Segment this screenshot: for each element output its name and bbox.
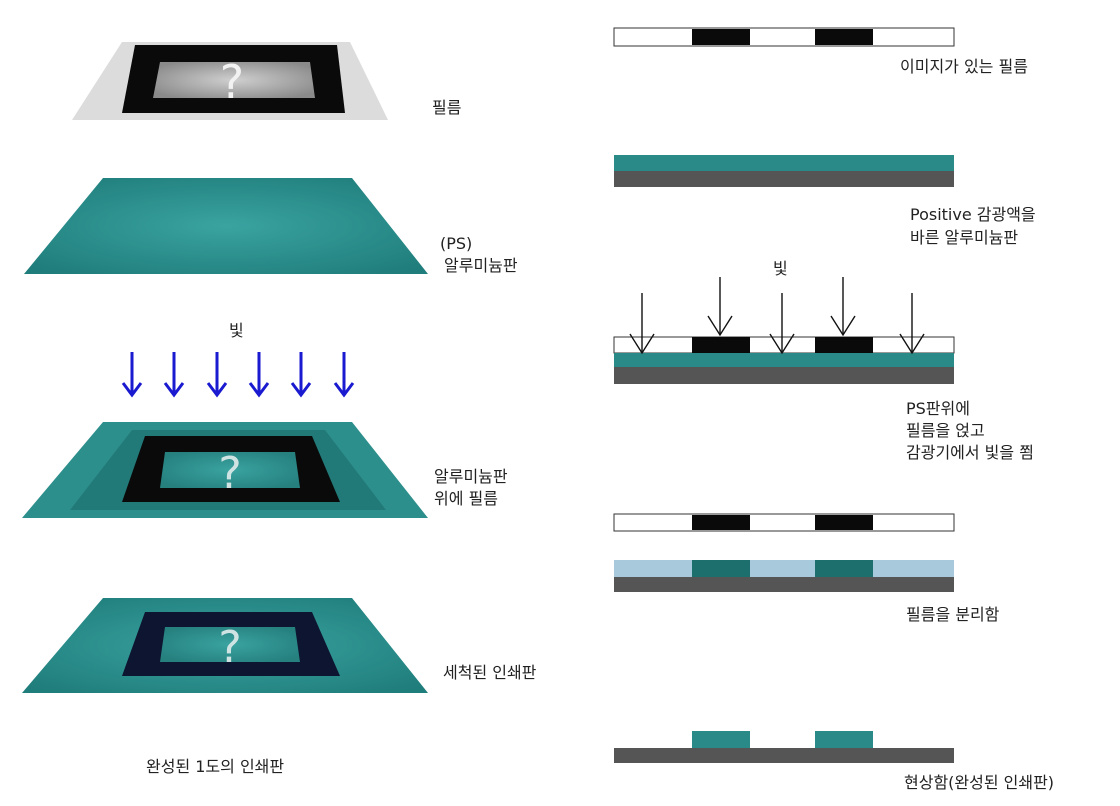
separated-film — [613, 513, 955, 532]
down-arrow-icon — [290, 352, 312, 398]
light-arrows — [121, 352, 355, 398]
aluminum-plate-label: 알루미늄판 — [444, 256, 518, 275]
figure-caption: 완성된 1도의 인쇄판 — [146, 757, 285, 776]
down-arrow-icon — [769, 293, 795, 355]
plate-film-label-2: 위에 필름 — [434, 489, 498, 508]
plate-with-film: ? — [22, 422, 428, 518]
down-arrow-icon — [206, 352, 228, 398]
down-arrow-icon — [121, 352, 143, 398]
down-arrow-icon — [707, 277, 733, 337]
down-arrow-icon — [333, 352, 355, 398]
washed-printing-plate: ? — [22, 598, 428, 693]
exposure-label-2: 필름을 얹고 — [906, 421, 985, 440]
exposure-label-3: 감광기에서 빛을 쬠 — [906, 443, 1034, 462]
exposure-label-1: PS판위에 — [906, 399, 970, 418]
developed-label: 현상함(완성된 인쇄판) — [904, 773, 1055, 792]
light-label-right: 빛 — [773, 259, 788, 278]
coated-plate-label-2: 바른 알루미늄판 — [910, 228, 1019, 247]
film-sheet: ? — [72, 42, 388, 120]
exposure-cross-section — [613, 336, 955, 384]
light-rays — [629, 277, 925, 355]
separate-film-label: 필름을 분리함 — [906, 605, 1000, 624]
ps-label: (PS) — [440, 234, 473, 253]
ps-aluminum-plate — [24, 178, 428, 274]
down-arrow-icon — [163, 352, 185, 398]
down-arrow-icon — [830, 277, 856, 337]
exposed-plate-cross-section — [614, 560, 954, 592]
plate-film-question-mark: ? — [218, 448, 241, 499]
washed-question-mark: ? — [218, 622, 241, 673]
down-arrow-icon — [248, 352, 270, 398]
developed-plate-cross-section — [614, 731, 954, 763]
image-film-label: 이미지가 있는 필름 — [900, 57, 1028, 76]
down-arrow-icon — [629, 293, 655, 355]
film-cross-section — [613, 27, 955, 47]
plate-film-label-1: 알루미늄판 — [434, 467, 508, 486]
coated-plate-label-1: Positive 감광액을 — [910, 205, 1036, 224]
down-arrow-icon — [899, 293, 925, 355]
film-label: 필름 — [432, 98, 462, 117]
light-label-left: 빛 — [229, 321, 244, 340]
washed-plate-label: 세척된 인쇄판 — [443, 663, 537, 682]
film-question-mark: ? — [220, 55, 244, 109]
coated-plate-cross-section — [614, 155, 954, 187]
